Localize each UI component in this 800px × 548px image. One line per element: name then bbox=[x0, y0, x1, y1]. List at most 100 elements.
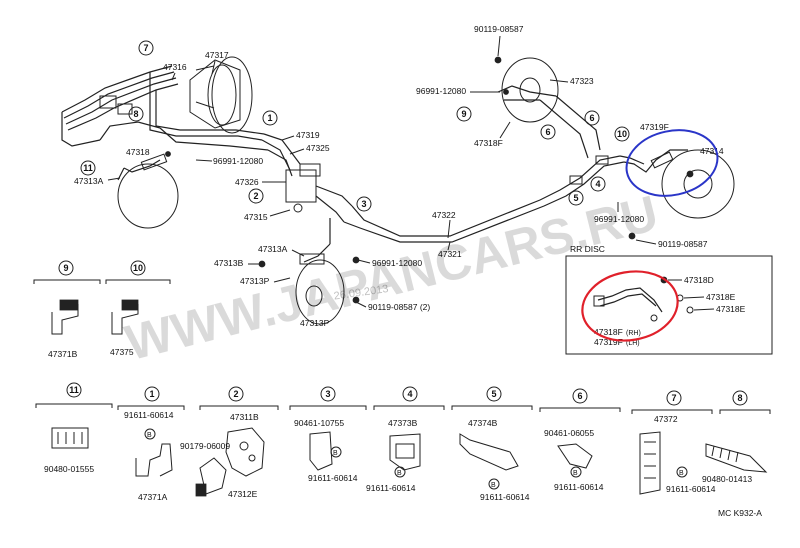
label-47313A-left: 47313A bbox=[74, 176, 104, 186]
label-47372: 47372 bbox=[654, 414, 678, 424]
label-90119-08587-top: 90119-08587 bbox=[474, 24, 524, 34]
svg-text:9: 9 bbox=[63, 263, 68, 273]
label-47375: 47375 bbox=[110, 347, 134, 357]
rear-right-rotor bbox=[619, 149, 735, 240]
label-91611-60614-6: 91611-60614 bbox=[554, 482, 604, 492]
label-47314: 47314 bbox=[700, 146, 724, 156]
blue-highlight-ring bbox=[625, 129, 719, 197]
label-47313P-b: 47313P bbox=[300, 318, 330, 328]
svg-text:3: 3 bbox=[325, 389, 330, 399]
svg-text:8: 8 bbox=[133, 109, 138, 119]
svg-text:10: 10 bbox=[133, 263, 143, 273]
label-rh: (RH) bbox=[626, 330, 641, 337]
label-47371B: 47371B bbox=[48, 349, 78, 359]
label-90119-08587-right: 90119-08587 bbox=[658, 239, 708, 249]
label-96991-12080-mid: 96991-12080 bbox=[213, 156, 263, 166]
rr-disc-title: RR DISC bbox=[570, 244, 605, 254]
svg-text:7: 7 bbox=[671, 393, 676, 403]
svg-text:B: B bbox=[491, 482, 496, 489]
detail-9: 9 47371B bbox=[33, 260, 101, 359]
svg-text:9: 9 bbox=[461, 109, 466, 119]
svg-text:2: 2 bbox=[253, 191, 258, 201]
label-96991-12080-low: 96991-12080 bbox=[372, 258, 422, 268]
callout-circle-1: 1 bbox=[262, 110, 278, 126]
detail-7: 7 47372 B 91611-60614 bbox=[631, 390, 716, 495]
callout-circle-6b: 6 bbox=[584, 110, 600, 126]
label-47318E-a: 47318E bbox=[706, 292, 736, 302]
callout-circle-11: 11 bbox=[80, 160, 96, 176]
label-47315: 47315 bbox=[244, 212, 268, 222]
svg-text:11: 11 bbox=[69, 385, 79, 395]
label-91611-60614-1: 91611-60614 bbox=[124, 410, 174, 420]
label-90480-01555: 90480-01555 bbox=[44, 464, 94, 474]
rr-disc-inset: RR DISC 47318D 47318E 47318E 47318F (RH)… bbox=[565, 244, 773, 355]
label-47318D: 47318D bbox=[684, 275, 714, 285]
label-47318F: 47318F bbox=[474, 138, 503, 148]
callout-circle-9: 9 bbox=[456, 106, 472, 122]
detail-4: 4 47373B B 91611-60614 bbox=[366, 386, 445, 493]
label-47318: 47318 bbox=[126, 147, 150, 157]
front-right-rotor bbox=[258, 243, 360, 325]
red-highlight-ring bbox=[581, 270, 679, 342]
detail-6: 6 90461-06055 B 91611-60614 bbox=[539, 388, 621, 492]
callout-circle-7: 7 bbox=[138, 40, 154, 56]
svg-text:3: 3 bbox=[361, 199, 366, 209]
label-91611-60614-4: 91611-60614 bbox=[366, 483, 416, 493]
svg-text:6: 6 bbox=[545, 127, 550, 137]
svg-text:1: 1 bbox=[267, 113, 272, 123]
label-47322: 47322 bbox=[432, 210, 456, 220]
watermark-text: WWW.JAPANCARS.RU bbox=[120, 185, 664, 371]
detail-8: 8 90480-01413 bbox=[702, 390, 771, 484]
svg-text:B: B bbox=[333, 450, 338, 457]
label-47371A: 47371A bbox=[138, 492, 168, 502]
brake-booster bbox=[189, 56, 253, 134]
svg-text:1: 1 bbox=[149, 389, 154, 399]
callout-circle-2: 2 bbox=[248, 188, 264, 204]
label-lh: (LH) bbox=[626, 340, 640, 347]
label-47326: 47326 bbox=[235, 177, 259, 187]
label-90119-08587-2: 90119-08587 (2) bbox=[368, 302, 430, 312]
rear-left-rotor bbox=[494, 56, 559, 123]
label-47373B: 47373B bbox=[388, 418, 418, 428]
callout-circle-10: 10 bbox=[614, 126, 630, 142]
label-47317: 47317 bbox=[205, 50, 229, 60]
label-90461-10755: 90461-10755 bbox=[294, 418, 344, 428]
svg-text:7: 7 bbox=[143, 43, 148, 53]
label-47374B: 47374B bbox=[468, 418, 498, 428]
svg-text:5: 5 bbox=[573, 193, 578, 203]
svg-text:B: B bbox=[679, 470, 684, 477]
svg-text:10: 10 bbox=[617, 129, 627, 139]
label-91611-60614-3: 91611-60614 bbox=[308, 473, 358, 483]
detail-10: 10 47375 bbox=[105, 260, 171, 357]
svg-text:5: 5 bbox=[491, 389, 496, 399]
label-47321: 47321 bbox=[438, 249, 462, 259]
svg-text:4: 4 bbox=[595, 179, 600, 189]
main-part-labels: 90119-08587 96991-12080 47323 47318F 473… bbox=[74, 24, 724, 328]
label-91611-60614-5: 91611-60614 bbox=[480, 492, 530, 502]
label-47318E-b: 47318E bbox=[716, 304, 746, 314]
label-96991-12080-top: 96991-12080 bbox=[416, 86, 466, 96]
detail-11: 11 90480-01555 bbox=[35, 382, 113, 474]
svg-text:6: 6 bbox=[589, 113, 594, 123]
callout-circle-8: 8 bbox=[128, 106, 144, 122]
label-90179-06009: 90179-06009 bbox=[180, 441, 230, 451]
front-left-rotor bbox=[117, 151, 179, 229]
label-47313P-a: 47313P bbox=[240, 276, 270, 286]
label-47316: 47316 bbox=[163, 62, 187, 72]
rear-long-lines bbox=[329, 95, 625, 244]
label-47312E: 47312E bbox=[228, 489, 258, 499]
label-47319: 47319 bbox=[296, 130, 320, 140]
front-left-line-bundle bbox=[61, 65, 269, 151]
svg-text:2: 2 bbox=[233, 389, 238, 399]
svg-text:8: 8 bbox=[737, 393, 742, 403]
label-47313B: 47313B bbox=[214, 258, 244, 268]
detail-5: 5 47374B B 91611-60614 bbox=[451, 386, 533, 502]
label-91611-60614-7: 91611-60614 bbox=[666, 484, 716, 494]
svg-text:4: 4 bbox=[407, 389, 412, 399]
label-47313A: 47313A bbox=[258, 244, 288, 254]
label-47325: 47325 bbox=[306, 143, 330, 153]
callout-circle-4: 4 bbox=[590, 176, 606, 192]
figure-code: MC K932-A bbox=[718, 508, 762, 518]
svg-text:11: 11 bbox=[83, 163, 93, 173]
